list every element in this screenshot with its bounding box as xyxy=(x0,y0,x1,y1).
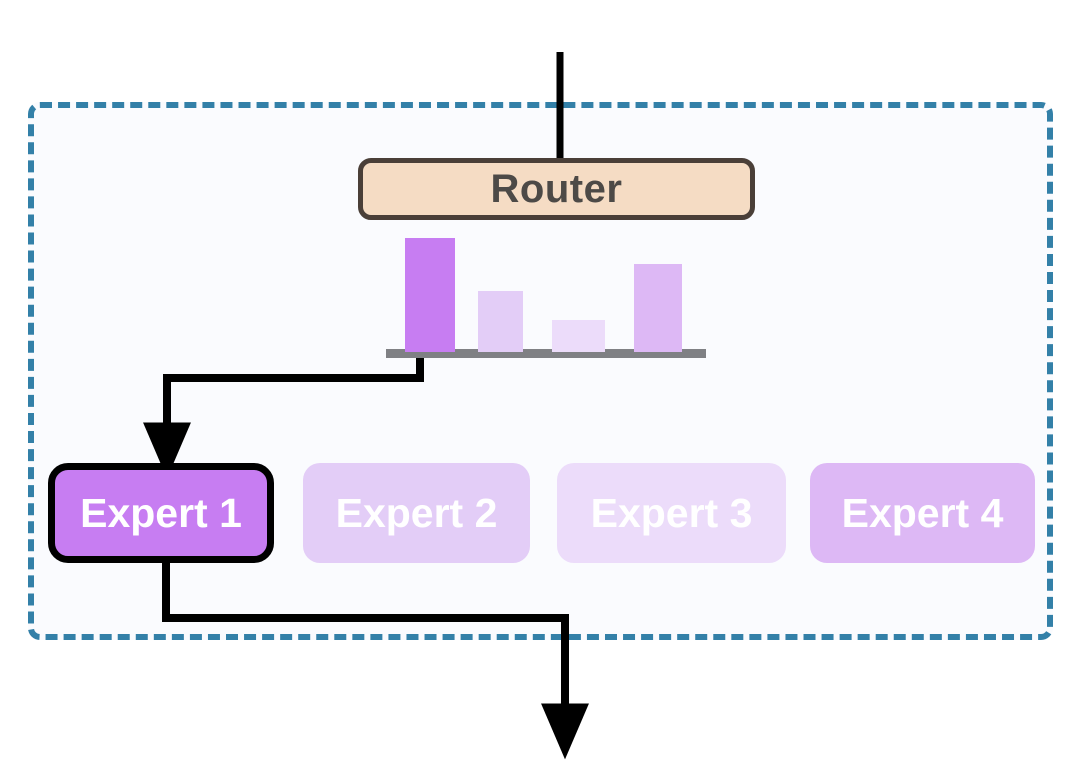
router-probability-chart xyxy=(386,236,706,358)
expert1-to-output-arrow xyxy=(162,563,589,760)
router-label: Router xyxy=(490,167,623,211)
expert-node-2-label: Expert 2 xyxy=(335,489,498,536)
expert-node-4[interactable]: Expert 4 xyxy=(810,463,1035,563)
chart-bar-expert-1 xyxy=(405,238,455,352)
expert-node-4-label: Expert 4 xyxy=(841,489,1004,536)
expert-node-3[interactable]: Expert 3 xyxy=(557,463,786,563)
expert-node-1[interactable]: Expert 1 xyxy=(48,463,274,563)
chart-baseline xyxy=(386,349,706,358)
expert-node-2[interactable]: Expert 2 xyxy=(303,463,530,563)
chart-bar-expert-2 xyxy=(478,291,523,352)
router-to-expert1-arrow xyxy=(143,353,424,479)
expert-node-3-label: Expert 3 xyxy=(590,489,753,536)
router-node[interactable]: Router xyxy=(358,158,755,220)
chart-bar-expert-4 xyxy=(634,264,682,352)
chart-bar-expert-3 xyxy=(552,320,605,352)
experts-row: Expert 1 Expert 2 Expert 3 Expert 4 xyxy=(45,463,1038,566)
expert-node-1-label: Expert 1 xyxy=(80,489,242,536)
